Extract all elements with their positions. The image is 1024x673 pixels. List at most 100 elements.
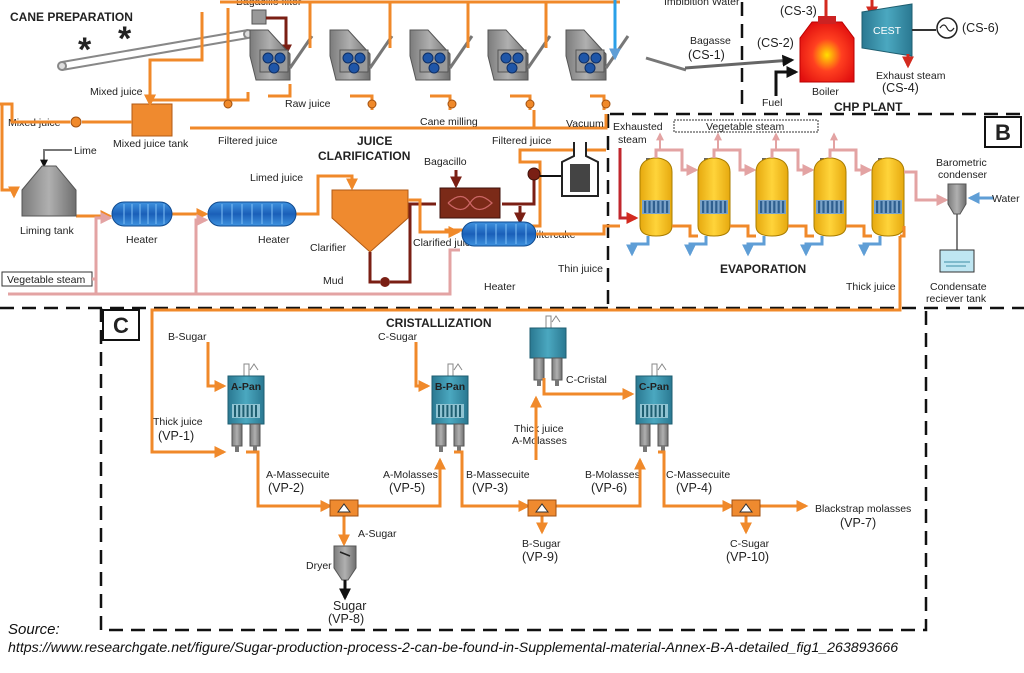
box-b [984,116,1022,148]
cane-mills [249,29,687,81]
bagacillo-filter [251,9,267,25]
boiler-body [799,21,855,83]
mud-pump [380,277,390,287]
bagacillo-label: Bagacillo [424,156,467,168]
section-borders [0,2,1024,632]
heater-2-label: Heater [258,234,290,246]
centrifuge [731,499,761,517]
cs3-label: (CS-3) [780,4,817,18]
mud-lines [368,170,536,284]
evaporator [800,132,873,257]
thick-juice-line [150,236,902,458]
clarifier-label: Clarifier [310,242,347,254]
blackstrap-label: Blackstrap molasses [815,503,911,515]
cs4-label: (CS-4) [882,81,919,95]
heater-1 [111,201,173,227]
evaporator [858,157,905,257]
cs2-label: (CS-2) [757,36,794,50]
pan-label: B-Pan [435,381,465,393]
svg-text:*: * [78,31,92,69]
condensate-label-2: reciever tank [926,293,987,305]
c-sugar-in-label: C-Sugar [378,331,418,343]
mill-unit [249,29,314,81]
pan-label: C-Pan [639,381,669,393]
mill-unit [487,29,552,81]
bagacillo-line [266,16,292,57]
mixed-juice-pump [70,116,82,128]
vp8-label: (VP-8) [328,612,364,626]
vacuum-pump [527,167,541,181]
pan-label: A-Pan [231,381,261,393]
a-molasses-in-label: A-Molasses [512,435,567,447]
vegetable-steam-box-top [673,119,819,133]
clarified-juice-line [408,198,461,238]
vp4-label: (VP-4) [676,481,712,495]
pan-discharge [533,357,563,386]
limed-juice-label: Limed juice [250,172,303,184]
exhaust-steam-label: Exhaust steam [876,70,946,82]
vacuum-pan: C-Pan [635,363,673,452]
sugar-label: Sugar [333,599,366,613]
heater-1-label: Heater [126,234,158,246]
box-b-label: B [995,120,1011,145]
b-massecuite-label: B-Massecuite [466,469,530,481]
vacuum-pan: A-Pan [227,363,265,452]
c-massecuite-label: C-Massecuite [666,469,730,481]
fuel-label: Fuel [762,97,782,109]
exhausted-steam-line [618,148,639,224]
bagasse-chute [645,56,687,72]
section-cane-preparation: CANE PREPARATION [10,10,133,24]
cest-turbine [861,3,913,57]
generator-wave [939,24,955,32]
juice-clarification-title-2: CLARIFICATION [318,149,410,163]
bagasse-label: Bagasse [690,35,731,47]
mixed-juice-top-label: Mixed juice [90,86,143,98]
vapor-to-condenser [904,170,949,206]
evaporator [742,132,815,257]
source-caption: Source: [8,621,60,638]
vp3-label: (VP-3) [472,481,508,495]
liming-tank-label: Liming tank [20,225,74,237]
evaporator [684,132,757,257]
vegetable-steam-top-label: Vegetable steam [706,121,784,133]
a-sugar-label: A-Sugar [358,528,397,540]
centrifuges [329,499,761,517]
source-url[interactable]: https://www.researchgate.net/figure/Suga… [8,640,899,656]
filtered-juice-label-1: Filtered juice [218,135,278,147]
cs6-label: (CS-6) [962,21,999,35]
dryer-label: Dryer [306,560,332,572]
vacuum-label: Vacuum [566,118,604,130]
mill-unit [409,29,474,81]
b-molasses-label: B-Molasses [585,469,640,481]
condensate-label-1: Condensate [930,281,987,293]
cest-label: CEST [873,25,902,37]
boiler-label: Boiler [812,86,839,98]
thin-juice-label: Thin juice [558,263,603,275]
mixed-juice-tank-label: Mixed juice tank [113,138,189,150]
a-massecuite-label: A-Massecuite [266,469,330,481]
vegetable-steam-lines-left [8,212,460,296]
centrifuge [527,499,557,517]
chp-plant-label: CHP PLANT [834,100,903,114]
imbibition-water-label: Imbibition Water [664,0,740,8]
barometric-label-2: condenser [938,169,988,181]
heater-3 [461,221,537,247]
boiler-top [818,16,836,24]
vp9-label: (VP-9) [522,550,558,564]
box-c-label: C [113,313,129,338]
vacuum-pan: B-Pan [431,363,469,452]
barometric-condenser [947,183,967,215]
thin-juice-line [536,224,620,236]
c-sugar-out-label: C-Sugar [730,538,770,550]
svg-text:*: * [118,20,132,58]
vacuum-pan [529,315,567,386]
vacuum-pans: A-Pan B-Pan C-Pan [227,315,673,452]
vacuum-condenser [561,142,599,197]
raw-juice-label: Raw juice [285,98,331,110]
box-c [102,309,140,341]
thick-juice-evap-label: Thick juice [846,281,896,293]
sugar-dryer [333,545,357,581]
evaporator [626,132,699,257]
vp5-label: (VP-5) [389,481,425,495]
